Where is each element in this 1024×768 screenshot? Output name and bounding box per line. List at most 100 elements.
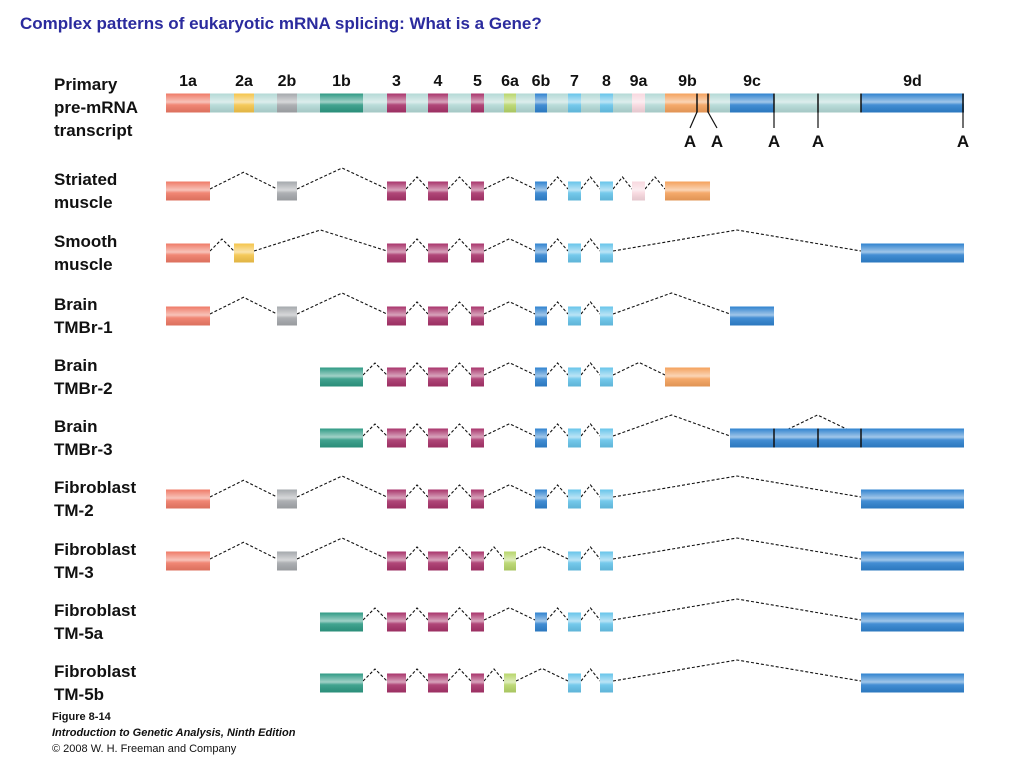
exon-9d	[861, 489, 964, 509]
exon-name-9b: 9b	[678, 73, 697, 90]
spliced-intron	[405, 301, 429, 315]
exon-6b	[535, 243, 547, 263]
spliced-intron	[447, 607, 472, 621]
exon-3	[387, 243, 406, 263]
exon-name-3: 3	[392, 73, 401, 90]
exon-5	[471, 673, 484, 693]
slide-title: Complex patterns of eukaryotic mRNA spli…	[20, 14, 542, 33]
exon-8	[600, 181, 613, 201]
primary-exon-2b	[277, 93, 297, 113]
exon-6b	[535, 181, 547, 201]
spliced-intron	[209, 296, 278, 315]
exon-1a	[166, 181, 210, 201]
exon-3	[387, 489, 406, 509]
spliced-intron	[253, 229, 388, 252]
spliced-intron	[580, 668, 601, 682]
transcript-row-4	[320, 414, 964, 448]
polya-site-1: A	[684, 132, 696, 151]
exon-7	[568, 243, 581, 263]
exon-4	[428, 612, 448, 632]
exon-4	[428, 673, 448, 693]
exon-6a	[504, 673, 516, 693]
spliced-intron	[612, 659, 862, 682]
spliced-intron	[405, 668, 429, 682]
spliced-intron	[447, 484, 472, 498]
spliced-intron	[447, 423, 472, 437]
exon-6b	[535, 612, 547, 632]
exon-4	[428, 551, 448, 571]
exon-3	[387, 181, 406, 201]
exon-3	[387, 428, 406, 448]
exon-5	[471, 612, 484, 632]
spliced-intron	[644, 176, 666, 190]
exon-6b	[535, 489, 547, 509]
spliced-intron	[405, 607, 429, 621]
exon-name-9c: 9c	[743, 73, 761, 90]
spliced-intron	[447, 176, 472, 190]
polya-site-5: A	[957, 132, 969, 151]
exon-6b	[535, 367, 547, 387]
polya-site-2: A	[711, 132, 723, 151]
exon-6b	[535, 428, 547, 448]
spliced-intron	[362, 362, 388, 376]
exon-3	[387, 551, 406, 571]
primary-exon-9c	[730, 93, 774, 113]
transcript-row-0	[166, 167, 710, 201]
book-title: Introduction to Genetic Analysis, Ninth …	[52, 727, 296, 739]
exon-5	[471, 551, 484, 571]
primary-exon-3	[387, 93, 406, 113]
exon-name-8: 8	[602, 73, 611, 90]
exon-2b	[277, 181, 297, 201]
exon-5	[471, 428, 484, 448]
exon-2a	[234, 243, 254, 263]
exon-8	[600, 243, 613, 263]
exon-name-2a: 2a	[235, 73, 253, 90]
exon-5	[471, 306, 484, 326]
exon-3	[387, 306, 406, 326]
spliced-intron	[362, 668, 388, 682]
exon-1b	[320, 673, 363, 693]
spliced-intron	[546, 238, 569, 252]
exon-8	[600, 673, 613, 693]
exon-8	[600, 551, 613, 571]
exon-name-6a: 6a	[501, 73, 519, 90]
exon-1b	[320, 367, 363, 387]
primary-exon-2a	[234, 93, 254, 113]
transcript-row-7	[320, 598, 964, 632]
spliced-intron	[612, 537, 862, 560]
exon-5	[471, 489, 484, 509]
exon-name-7: 7	[570, 73, 579, 90]
spliced-intron	[362, 423, 388, 437]
spliced-intron	[483, 607, 536, 621]
primary-exon-9a	[632, 93, 645, 113]
transcript-row-1	[166, 229, 964, 263]
exon-9d	[861, 243, 964, 263]
spliced-intron	[447, 546, 472, 560]
exon-4	[428, 428, 448, 448]
exon-5	[471, 243, 484, 263]
exon-6b	[535, 306, 547, 326]
exon-8	[600, 367, 613, 387]
exon-2b	[277, 551, 297, 571]
exon-3	[387, 367, 406, 387]
primary-exon-6a	[504, 93, 516, 113]
spliced-intron	[580, 301, 601, 315]
spliced-intron	[483, 176, 536, 190]
primary-exon-1a	[166, 93, 210, 113]
spliced-intron	[546, 362, 569, 376]
copyright-notice: © 2008 W. H. Freeman and Company	[52, 743, 237, 755]
spliced-intron	[580, 362, 601, 376]
spliced-intron	[296, 292, 388, 315]
spliced-intron	[209, 171, 278, 190]
primary-exon-8	[600, 93, 613, 113]
exon-9d	[861, 612, 964, 632]
exon-3	[387, 673, 406, 693]
spliced-intron	[612, 176, 633, 190]
exon-8	[600, 612, 613, 632]
spliced-intron	[612, 229, 862, 252]
